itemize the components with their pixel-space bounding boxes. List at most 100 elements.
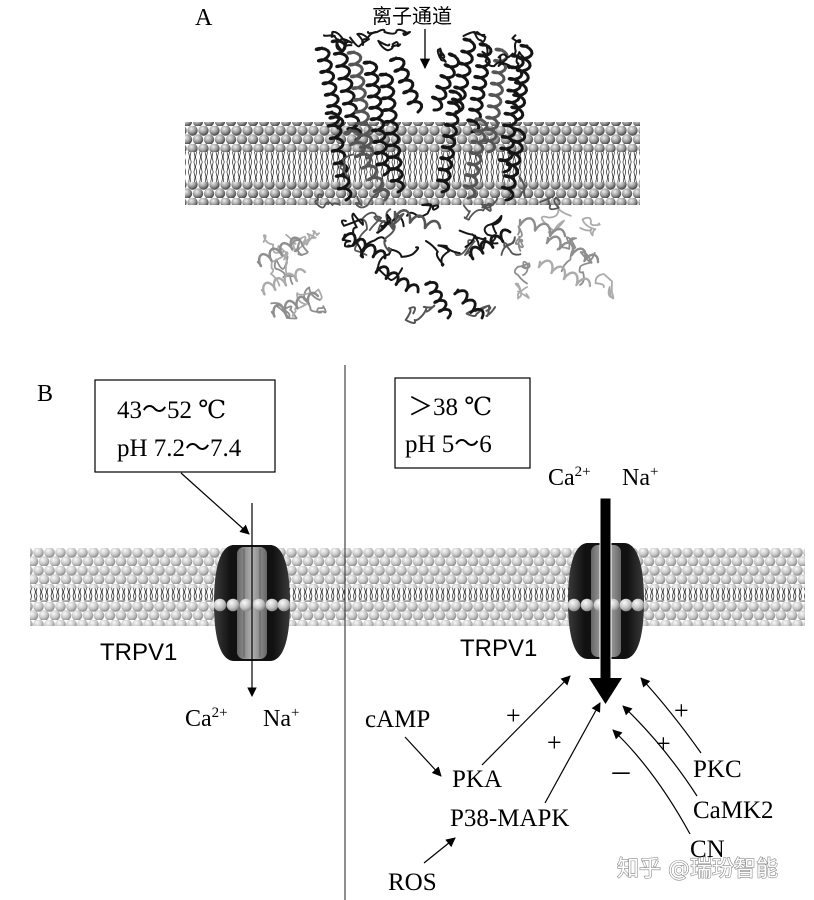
effect-sign-camk2: + (656, 729, 671, 758)
protein-helix (314, 46, 345, 130)
ion-charge: + (291, 705, 299, 721)
ion-sodium-right: Na+ (622, 464, 658, 491)
regulators: cAMP PKA P38-MAPK ROS PKC CaMK2 CN (365, 706, 774, 896)
lipid-heads-outer (185, 122, 640, 152)
protein-loop (518, 175, 527, 199)
ion-sodium-left: Na+ (263, 705, 299, 732)
protein-loop (366, 28, 411, 37)
protein-loop (342, 236, 387, 259)
protein-loop (514, 225, 524, 252)
ion-calcium-left: Ca2+ (185, 705, 228, 732)
regulator-camk2: CaMK2 (693, 797, 774, 824)
protein-helix (341, 232, 387, 260)
activation-arrow-icon (180, 472, 250, 535)
protein-helix (378, 72, 405, 194)
protein-helix (424, 280, 452, 320)
regulator-camp: cAMP (365, 706, 430, 733)
protein-loop (425, 240, 461, 267)
protein-helix (537, 259, 592, 288)
protein-helix (466, 42, 493, 134)
protein-loop (454, 239, 476, 257)
protein-loop (291, 288, 323, 317)
arrow-shaft (599, 497, 612, 680)
arrow-pkc-to-channel-icon (640, 677, 702, 754)
panel-a: A 离子通道 (185, 4, 640, 324)
protein-loop (458, 229, 487, 250)
regulator-pka: PKA (452, 766, 502, 793)
protein-loop (285, 230, 320, 253)
protein-loop (594, 273, 615, 300)
lipid-row-front (213, 598, 291, 612)
panel-b-label: B (37, 381, 53, 407)
ion-symbol: Na (622, 465, 650, 491)
ion-symbol: Na (263, 706, 291, 732)
protein-loop (314, 193, 341, 209)
protein-loop (323, 34, 353, 48)
lipid-heads-inner (185, 182, 640, 205)
right-temperature: ＞38 ℃ (408, 394, 492, 421)
protein-helix (324, 110, 353, 202)
protein-helix (431, 52, 460, 112)
ion-influx-arrow-icon (589, 497, 622, 704)
protein-loop (514, 282, 530, 300)
protein-helix (346, 50, 375, 160)
protein-helix (436, 89, 463, 194)
arrow-camk2-to-channel-icon (622, 705, 698, 797)
lipid-bilayer-a (185, 122, 640, 205)
protein-helix (510, 43, 534, 122)
ion-charge: 2+ (212, 705, 228, 721)
protein-loop (354, 187, 386, 209)
regulator-ros: ROS (388, 869, 437, 896)
protein-loop (539, 196, 560, 211)
protein-loop (497, 34, 522, 59)
arrow-pka-to-channel-icon (481, 675, 571, 766)
ion-charge: + (650, 464, 658, 480)
regulator-p38-mapk: P38-MAPK (450, 805, 569, 832)
protein-loop (462, 31, 487, 43)
protein-helix (389, 56, 424, 114)
protein-loop (349, 31, 377, 48)
effect-signs: + + + + － (506, 696, 689, 788)
regulation-arrows (404, 675, 702, 864)
protein-loop (579, 216, 601, 237)
protein-loop (556, 236, 577, 273)
protein-loop (262, 234, 289, 275)
protein-helix (256, 236, 302, 268)
ion-channel-label: 离子通道 (372, 4, 452, 28)
protein-loop (513, 260, 531, 285)
arrow-head (589, 678, 622, 704)
protein-loop (404, 304, 436, 324)
protein-loop (331, 30, 347, 53)
protein-helix (545, 235, 600, 264)
protein-helix (374, 265, 420, 294)
effect-sign-pkc: + (674, 696, 689, 725)
ion-symbol: Ca (185, 706, 212, 732)
protein-loop (289, 239, 309, 256)
ion-charge: 2+ (575, 464, 591, 480)
protein-loop (497, 51, 525, 69)
protein-loop (354, 211, 390, 256)
regulator-cn: CN (690, 836, 725, 863)
protein-loop (383, 212, 405, 253)
left-conditions-box: 43～52 ℃ pH 7.2～7.4 (94, 379, 276, 473)
panel-b: B 43～52 ℃ pH 7.2～7.4 (30, 365, 805, 900)
protein-helix (393, 209, 442, 230)
ion-symbol: Ca (548, 465, 575, 491)
protein-loop (339, 153, 355, 178)
lipid-tails (185, 152, 640, 182)
protein-helix (330, 38, 363, 142)
protein-loop (483, 214, 503, 245)
protein-helix (270, 291, 320, 318)
protein-loop (377, 39, 402, 52)
trpv1-protein-structure (256, 28, 615, 324)
left-ph: pH 7.2～7.4 (117, 435, 242, 462)
ion-calcium-right: Ca2+ (548, 464, 591, 491)
lipid-heads-outer (30, 548, 805, 588)
panel-a-label: A (195, 5, 213, 31)
protein-loop (500, 236, 522, 256)
left-box-frame (94, 379, 276, 473)
channel-label-right: TRPV1 (460, 635, 537, 662)
lipid-bilayer-b (30, 548, 805, 626)
protein-helix (500, 127, 527, 202)
